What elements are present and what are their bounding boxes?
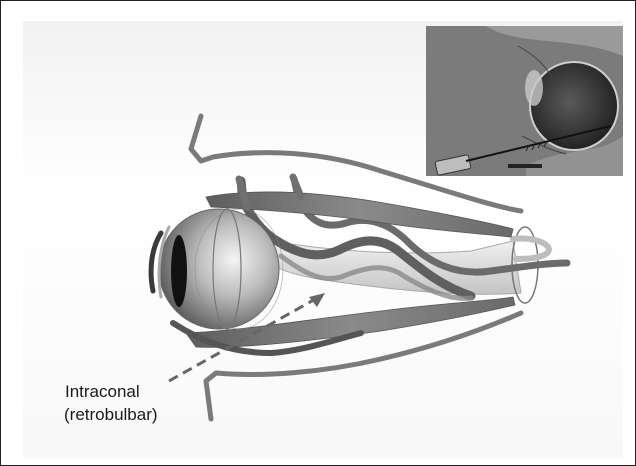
pupil <box>171 235 187 307</box>
label-intraconal: Intraconal <box>65 381 140 403</box>
inset-drawing <box>426 26 623 176</box>
label-retrobulbar: (retrobulbar) <box>64 404 158 426</box>
inset-illustration <box>426 26 623 176</box>
inset-eye <box>530 62 618 150</box>
